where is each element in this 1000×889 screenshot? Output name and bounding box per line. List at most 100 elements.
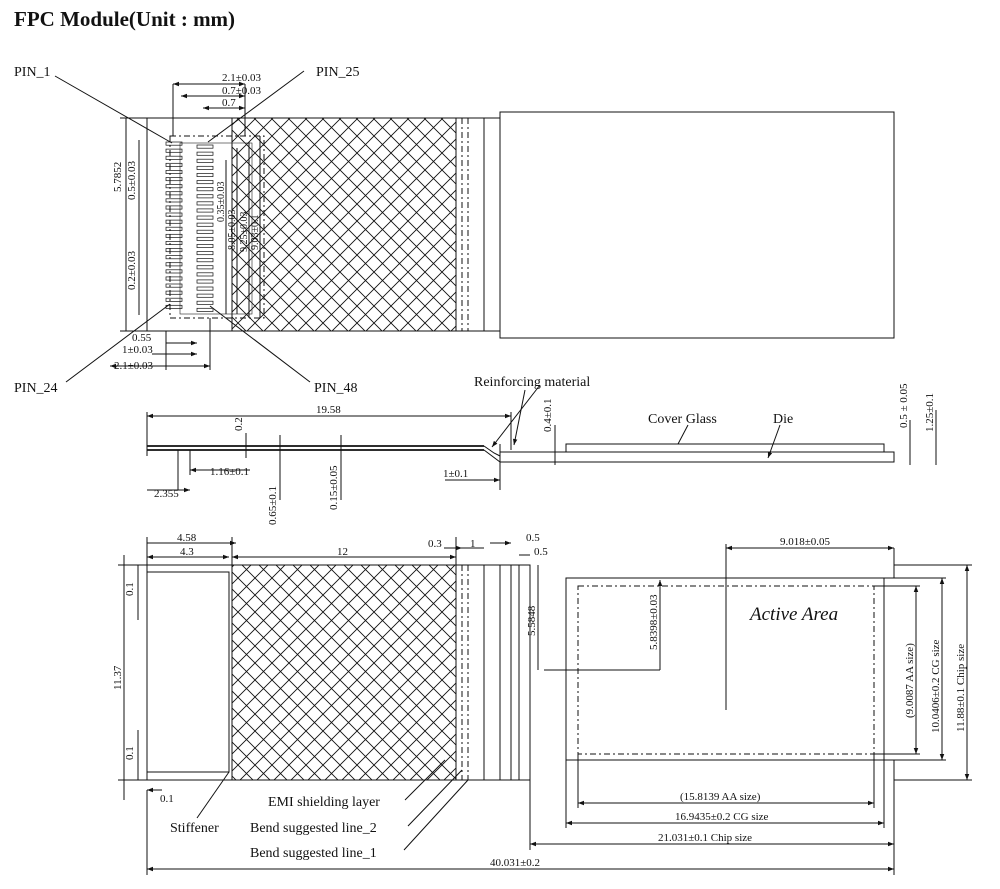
pin24-label: PIN_24 xyxy=(14,381,58,396)
connector-pin xyxy=(196,173,214,177)
bend2-label: Bend suggested line_2 xyxy=(250,821,377,836)
dim-2-355: 2.355 xyxy=(154,488,179,500)
dim-0-35: 0.35±0.03 xyxy=(216,182,227,223)
dim-0-1-bot: 0.1 xyxy=(160,793,174,805)
dim-1-25: 1.25±0.1 xyxy=(924,393,936,432)
dim-0-5-b: 0.5 xyxy=(534,546,548,558)
connector-pin xyxy=(165,141,183,146)
dim-0-15: 0.15±0.05 xyxy=(328,465,340,510)
connector-pin xyxy=(165,205,183,210)
connector-pin xyxy=(196,208,214,213)
bottom-view: 4.58 4.3 12 0.3 1 0.5 0.5 0.1 11.37 0.1 … xyxy=(112,532,972,875)
connector-pin xyxy=(196,265,214,270)
connector-pin xyxy=(165,262,183,267)
stiffener-area xyxy=(146,571,230,773)
connector-pin xyxy=(196,187,214,192)
connector-pin xyxy=(196,293,214,298)
dim-1: 1±0.03 xyxy=(122,344,153,356)
connector-pin xyxy=(165,198,183,203)
dim-8-05: 8.05±0.03 xyxy=(227,210,238,251)
dim-0-5-side: 0.5 ± 0.05 xyxy=(898,383,910,428)
dim-0-4: 0.4±0.1 xyxy=(542,398,554,432)
connector-pins xyxy=(165,141,214,312)
dim-2-1-top: 2.1±0.03 xyxy=(222,72,262,84)
dim-9-018: 9.018±0.05 xyxy=(780,536,831,548)
dim-0-3: 0.3 xyxy=(428,538,442,550)
connector-pin xyxy=(165,170,183,174)
connector-pin xyxy=(165,177,183,182)
chip-outline-top xyxy=(499,111,895,339)
connector-pin xyxy=(165,283,183,288)
dim-9-25: 9.25±0.03 xyxy=(239,212,250,253)
dim-1-bottom: 1 xyxy=(470,538,476,550)
connector-pin xyxy=(196,236,214,241)
dim-0-1-top: 0.1 xyxy=(124,582,136,596)
connector-pin xyxy=(165,162,183,167)
dim-0-2-side: 0.2 xyxy=(233,417,245,431)
connector-pin xyxy=(165,241,183,245)
dim-4-58: 4.58 xyxy=(177,532,197,544)
emi-shielding-area-bottom xyxy=(231,564,457,781)
dim-chip-vertical: 11.88±0.1 Chip size xyxy=(955,644,967,732)
pin48-label: PIN_48 xyxy=(314,381,358,396)
dim-0-7-tol: 0.7±0.03 xyxy=(222,85,262,97)
dim-1-16: 1.16±0.1 xyxy=(210,466,249,478)
dim-chip-horizontal: 21.031±0.1 Chip size xyxy=(658,832,752,844)
side-view: Reinforcing material Cover Glass Die 19.… xyxy=(146,375,937,525)
dim-4-3: 4.3 xyxy=(180,546,194,558)
connector-pin xyxy=(165,212,183,217)
connector-pin xyxy=(165,233,183,238)
dim-cg-horizontal: 16.9435±0.2 CG size xyxy=(675,811,769,823)
connector-pin xyxy=(165,191,183,196)
dim-5-8398: 5.8398±0.03 xyxy=(648,594,660,650)
reinforcing-label: Reinforcing material xyxy=(474,375,590,390)
dim-total-length: 40.031±0.2 xyxy=(490,857,540,869)
emi-label: EMI shielding layer xyxy=(268,795,380,810)
dim-cg-vertical: 10.0406±0.2 CG size xyxy=(930,639,942,733)
connector-pin xyxy=(196,244,214,248)
chip-outline-bottom xyxy=(565,577,885,761)
connector-pin xyxy=(196,194,214,199)
dim-aa-horizontal: (15.8139 AA size) xyxy=(680,791,761,803)
connector-pin xyxy=(196,180,214,185)
dim-0-1-mid: 0.1 xyxy=(124,746,136,760)
connector-pin xyxy=(196,151,214,156)
connector-pin xyxy=(196,144,214,149)
dim-0-65: 0.65±0.1 xyxy=(267,486,279,525)
pin1-label: PIN_1 xyxy=(14,65,51,80)
dim-12: 12 xyxy=(337,546,348,558)
dim-0-2: 0.2±0.03 xyxy=(126,250,138,290)
dim-9-03: 9.03±0.1 xyxy=(250,215,261,251)
connector-pin xyxy=(196,286,214,291)
connector-pin xyxy=(165,255,183,260)
dim-0-5: 0.5±0.03 xyxy=(126,160,138,200)
top-view: PIN_1 PIN_25 PIN_24 PIN_48 2.1±0.03 0.7±… xyxy=(14,65,895,396)
connector-pin xyxy=(196,222,214,227)
dim-0-55: 0.55 xyxy=(132,332,152,344)
connector-pin xyxy=(165,219,183,224)
dim-5-5848: 5.5848 xyxy=(526,605,538,636)
dim-5-7852: 5.7852 xyxy=(112,162,124,192)
stiffener-label: Stiffener xyxy=(170,821,219,836)
connector-pin xyxy=(165,184,183,189)
connector-pin xyxy=(196,279,214,284)
connector-pin xyxy=(196,201,214,206)
dim-11-37: 11.37 xyxy=(112,665,124,690)
connector-pin xyxy=(196,229,214,234)
connector-pin xyxy=(165,226,183,231)
connector-pin xyxy=(196,307,214,312)
connector-pin xyxy=(196,215,214,220)
connector-pin xyxy=(196,300,214,305)
connector-pin xyxy=(196,258,214,263)
cover-glass-label: Cover Glass xyxy=(648,412,717,427)
connector-pin xyxy=(196,158,214,163)
bend1-label: Bend suggested line_1 xyxy=(250,846,377,861)
connector-pin xyxy=(165,297,183,302)
active-area-label: Active Area xyxy=(748,604,838,625)
dim-19-58: 19.58 xyxy=(316,404,341,416)
connector-pin xyxy=(165,248,183,253)
dim-0-7: 0.7 xyxy=(222,97,236,109)
emi-shielding-area-top xyxy=(231,117,457,332)
connector-pin xyxy=(165,148,183,153)
